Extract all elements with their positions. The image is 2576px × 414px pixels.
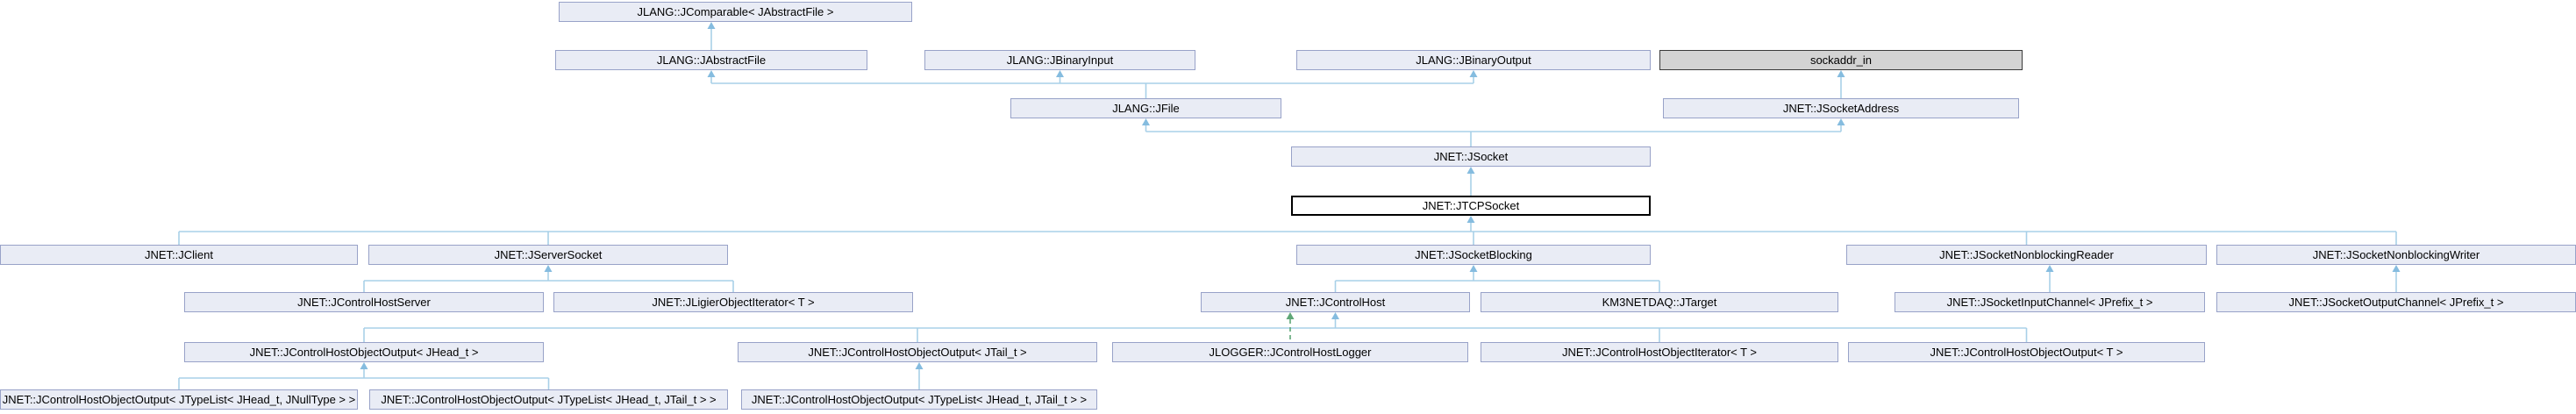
class-node-jnet-jsocketblocking[interactable]: JNET::JSocketBlocking bbox=[1296, 245, 1651, 265]
class-node-jnet-jcontrolhost[interactable]: JNET::JControlHost bbox=[1201, 292, 1470, 312]
class-node-jnet-jsocket[interactable]: JNET::JSocket bbox=[1291, 146, 1651, 167]
class-node-jlang-jfile[interactable]: JLANG::JFile bbox=[1010, 98, 1281, 118]
class-node-jnet-jsocketaddress[interactable]: JNET::JSocketAddress bbox=[1663, 98, 2019, 118]
class-node-jcontrolhostobjectoutput-typelist-jnulltype[interactable]: JNET::JControlHostObjectOutput< JTypeLis… bbox=[0, 389, 358, 410]
class-node-km3netdaq-jtarget[interactable]: KM3NETDAQ::JTarget bbox=[1481, 292, 1838, 312]
class-node-jcontrolhostobjectoutput-t[interactable]: JNET::JControlHostObjectOutput< T > bbox=[1848, 342, 2205, 362]
class-node-jnet-jclient[interactable]: JNET::JClient bbox=[0, 245, 358, 265]
class-node-jcomparable-jabstractfile[interactable]: JLANG::JComparable< JAbstractFile > bbox=[559, 2, 912, 22]
class-node-jlang-jabstractfile[interactable]: JLANG::JAbstractFile bbox=[555, 50, 867, 70]
class-node-jcontrolhostobjectoutput-typelist-jtail[interactable]: JNET::JControlHostObjectOutput< JTypeLis… bbox=[369, 389, 728, 410]
class-node-jnet-jsocketinputchannel[interactable]: JNET::JSocketInputChannel< JPrefix_t > bbox=[1895, 292, 2205, 312]
class-node-jnet-jsocketnonblockingwriter[interactable]: JNET::JSocketNonblockingWriter bbox=[2216, 245, 2576, 265]
class-node-jlang-jbinaryinput[interactable]: JLANG::JBinaryInput bbox=[924, 50, 1195, 70]
class-node-jcontrolhostobjectoutput-jtail[interactable]: JNET::JControlHostObjectOutput< JTail_t … bbox=[738, 342, 1097, 362]
class-node-jnet-jtcpsocket-current: JNET::JTCPSocket bbox=[1291, 196, 1651, 216]
class-node-jnet-jserversocket[interactable]: JNET::JServerSocket bbox=[368, 245, 728, 265]
class-node-jnet-jcontrolhostserver[interactable]: JNET::JControlHostServer bbox=[184, 292, 544, 312]
class-node-jlang-jbinaryoutput[interactable]: JLANG::JBinaryOutput bbox=[1296, 50, 1651, 70]
class-node-jcontrolhostobjectoutput-typelist-jtail-2[interactable]: JNET::JControlHostObjectOutput< JTypeLis… bbox=[741, 389, 1097, 410]
class-node-jcontrolhostobjectoutput-jhead[interactable]: JNET::JControlHostObjectOutput< JHead_t … bbox=[184, 342, 544, 362]
class-node-jnet-jsocketnonblockingreader[interactable]: JNET::JSocketNonblockingReader bbox=[1846, 245, 2207, 265]
class-node-jcontrolhostobjectiterator[interactable]: JNET::JControlHostObjectIterator< T > bbox=[1481, 342, 1838, 362]
class-node-jlogger-jcontrolhostlogger[interactable]: JLOGGER::JControlHostLogger bbox=[1112, 342, 1468, 362]
class-node-jnet-jsocketoutputchannel[interactable]: JNET::JSocketOutputChannel< JPrefix_t > bbox=[2216, 292, 2576, 312]
class-node-jnet-jligierobjectiterator[interactable]: JNET::JLigierObjectIterator< T > bbox=[553, 292, 913, 312]
struct-node-sockaddr-in[interactable]: sockaddr_in bbox=[1659, 50, 2023, 70]
